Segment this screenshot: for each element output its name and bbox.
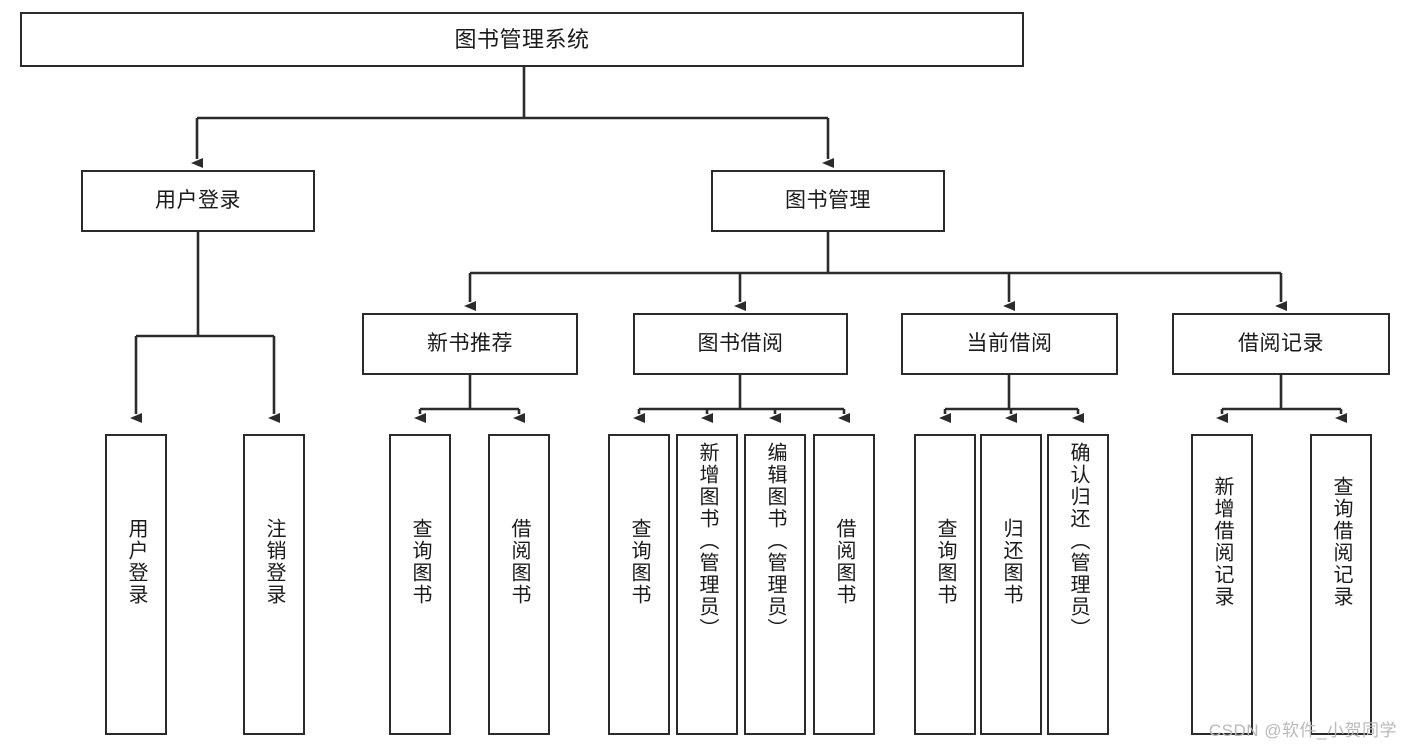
node-leaf-query-book-2[interactable]: 查询图书: [608, 434, 670, 735]
node-user-login-label: 用户登录: [155, 188, 241, 212]
node-book-manage-label: 图书管理: [785, 188, 871, 212]
node-leaf-add-book[interactable]: 新增图书（管理员）: [676, 434, 738, 735]
node-new-book-rec-label: 新书推荐: [427, 331, 513, 355]
node-leaf-borrow-book-1-label: 借阅图书: [508, 518, 530, 606]
node-borrow-record-label: 借阅记录: [1238, 331, 1324, 355]
node-leaf-add-book-label: 新增图书（管理员）: [696, 442, 718, 640]
node-leaf-add-record[interactable]: 新增借阅记录: [1191, 434, 1253, 735]
node-borrow-record[interactable]: 借阅记录: [1172, 313, 1390, 375]
node-leaf-user-login-label: 用户登录: [125, 518, 147, 606]
node-leaf-add-record-label: 新增借阅记录: [1211, 476, 1233, 608]
node-leaf-query-record[interactable]: 查询借阅记录: [1310, 434, 1372, 735]
node-leaf-query-book-3-label: 查询图书: [934, 518, 956, 606]
node-leaf-user-logout[interactable]: 注销登录: [243, 434, 305, 735]
node-current-borrow[interactable]: 当前借阅: [901, 313, 1118, 375]
node-leaf-query-book-2-label: 查询图书: [628, 518, 650, 606]
node-leaf-user-login[interactable]: 用户登录: [105, 434, 167, 735]
node-leaf-query-record-label: 查询借阅记录: [1330, 476, 1352, 608]
node-user-login[interactable]: 用户登录: [81, 170, 315, 232]
node-leaf-borrow-book-2-label: 借阅图书: [833, 518, 855, 606]
node-root[interactable]: 图书管理系统: [20, 12, 1024, 67]
node-book-borrow[interactable]: 图书借阅: [633, 313, 848, 375]
node-book-borrow-label: 图书借阅: [697, 331, 784, 355]
node-leaf-edit-book-label: 编辑图书（管理员）: [764, 442, 786, 640]
node-leaf-edit-book[interactable]: 编辑图书（管理员）: [744, 434, 806, 735]
node-leaf-return-book[interactable]: 归还图书: [980, 434, 1042, 735]
csdn-watermark: CSDN @软件_小贺同学: [1208, 721, 1397, 740]
node-leaf-query-book-1[interactable]: 查询图书: [389, 434, 451, 735]
node-book-manage[interactable]: 图书管理: [711, 170, 945, 232]
node-leaf-query-book-1-label: 查询图书: [409, 518, 431, 606]
node-leaf-confirm-return-label: 确认归还（管理员）: [1067, 442, 1089, 640]
node-new-book-rec[interactable]: 新书推荐: [362, 313, 578, 375]
node-root-label: 图书管理系统: [454, 26, 590, 52]
node-current-borrow-label: 当前借阅: [966, 331, 1053, 355]
node-leaf-borrow-book-1[interactable]: 借阅图书: [488, 434, 550, 735]
node-leaf-query-book-3[interactable]: 查询图书: [914, 434, 976, 735]
node-leaf-return-book-label: 归还图书: [1000, 518, 1022, 606]
node-leaf-confirm-return[interactable]: 确认归还（管理员）: [1047, 434, 1109, 735]
node-leaf-borrow-book-2[interactable]: 借阅图书: [813, 434, 875, 735]
node-leaf-user-logout-label: 注销登录: [263, 518, 285, 606]
